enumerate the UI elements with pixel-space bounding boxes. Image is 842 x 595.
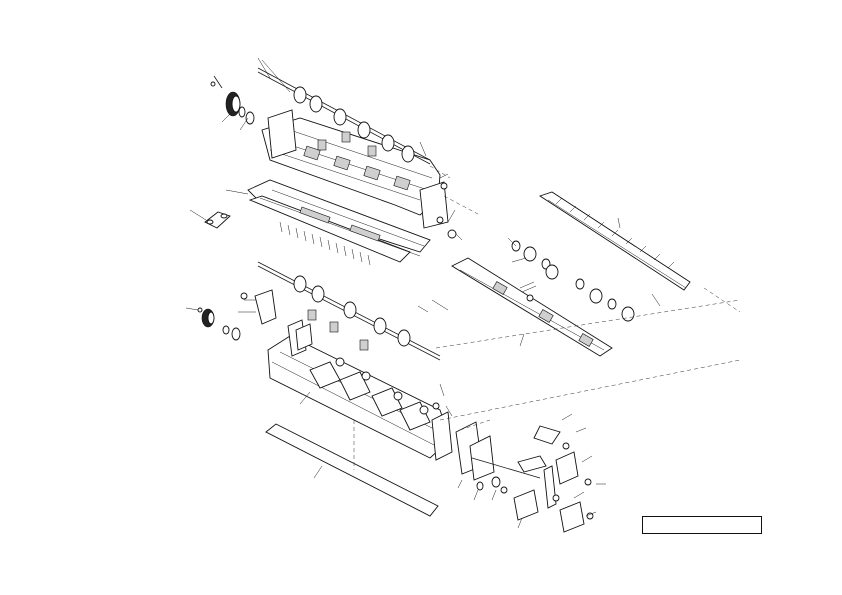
bottom-cover-plate	[265, 420, 439, 517]
upper-guide-assembly	[261, 109, 449, 229]
spring	[519, 281, 661, 307]
flat-link	[189, 209, 231, 229]
roller-pair	[507, 237, 635, 322]
drive-gear	[210, 75, 255, 125]
caption-box	[642, 516, 762, 534]
e-ring	[432, 402, 508, 494]
small-gear	[185, 307, 241, 341]
alignment-lines	[429, 165, 741, 431]
right-side-bracket	[455, 421, 585, 533]
screw	[436, 182, 457, 239]
frame-base	[267, 319, 453, 461]
long-rail	[538, 191, 691, 291]
sensor-bracket	[238, 289, 277, 325]
leader-lines-right	[439, 383, 606, 529]
mid-bracket	[451, 257, 613, 357]
feed-roller-shaft-upper	[257, 67, 431, 165]
lever	[543, 442, 594, 520]
guide-plate	[225, 179, 431, 266]
lower-roller-shaft	[257, 261, 449, 361]
